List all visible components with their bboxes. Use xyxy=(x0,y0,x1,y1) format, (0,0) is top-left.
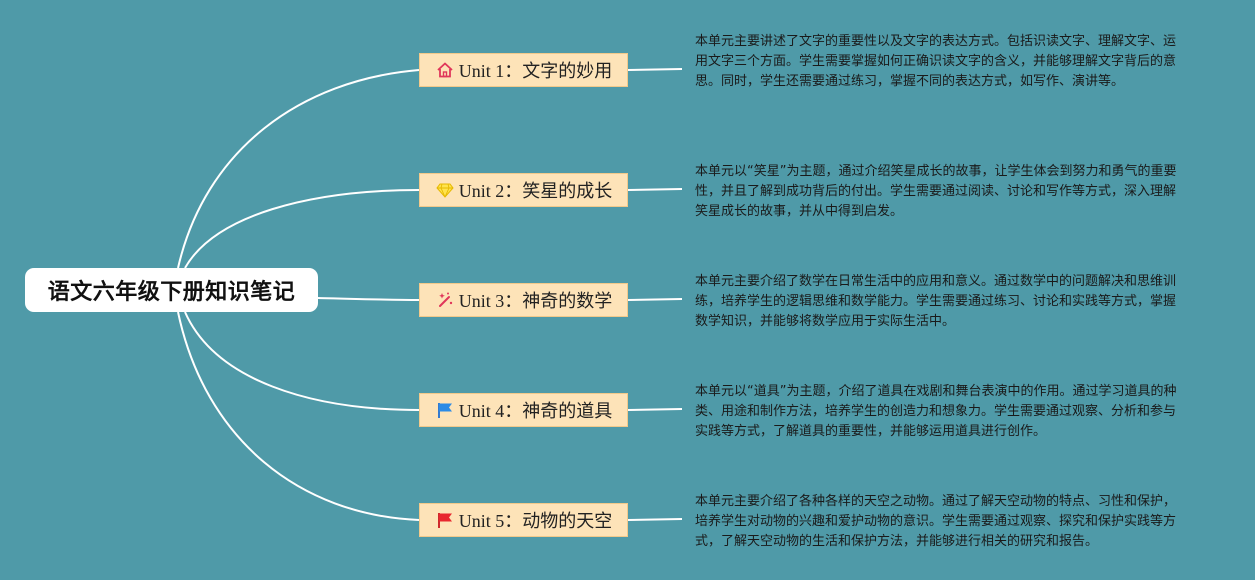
unit-2-description: 本单元以“笑星”为主题，通过介绍笑星成长的故事，让学生体会到努力和勇气的重要性，… xyxy=(695,164,1177,219)
unit-3-topic[interactable]: Unit 3：神奇的数学 xyxy=(419,283,628,317)
unit-2-label: Unit 2：笑星的成长 xyxy=(458,181,613,201)
unit-4-topic[interactable]: Unit 4：神奇的道具 xyxy=(419,393,628,427)
connector-root-unit-2 xyxy=(184,189,420,269)
unit-1-label: Unit 1：文字的妙用 xyxy=(458,61,613,81)
connector-unit-3-desc xyxy=(627,298,683,301)
unit-5-label: Unit 5：动物的天空 xyxy=(458,511,613,531)
unit-3-label: Unit 3：神奇的数学 xyxy=(458,291,613,311)
connector-unit-1-desc xyxy=(627,68,683,71)
red-flag-icon xyxy=(435,510,455,530)
unit-5-topic[interactable]: Unit 5：动物的天空 xyxy=(419,503,628,537)
diamond-icon xyxy=(435,180,455,200)
blue-flag-icon xyxy=(435,400,455,420)
unit-1-description: 本单元主要讲述了文字的重要性以及文字的表达方式。包括识读文字、理解文字、运用文字… xyxy=(695,34,1177,89)
home-icon xyxy=(435,60,455,80)
connector-root-unit-4 xyxy=(184,311,420,411)
unit-1-topic[interactable]: Unit 1：文字的妙用 xyxy=(419,53,628,87)
unit-4-label: Unit 4：神奇的道具 xyxy=(458,401,613,421)
connector-unit-5-desc xyxy=(627,518,683,521)
connector-root-unit-3 xyxy=(317,297,420,301)
unit-3-description: 本单元主要介绍了数学在日常生活中的应用和意义。通过数学中的问题解决和思维训练，培… xyxy=(695,274,1177,329)
root-topic[interactable]: 语文六年级下册知识笔记 xyxy=(25,268,318,312)
connector-root-unit-5 xyxy=(177,311,420,521)
unit-4-description: 本单元以“道具”为主题，介绍了道具在戏剧和舞台表演中的作用。通过学习道具的种类、… xyxy=(695,384,1177,439)
connector-root-unit-1 xyxy=(177,69,420,269)
connector-unit-4-desc xyxy=(627,408,683,411)
connector-unit-2-desc xyxy=(627,188,683,191)
unit-5-description: 本单元主要介绍了各种各样的天空之动物。通过了解天空动物的特点、习性和保护，培养学… xyxy=(695,494,1177,549)
unit-2-topic[interactable]: Unit 2：笑星的成长 xyxy=(419,173,628,207)
magic-wand-icon xyxy=(435,290,455,310)
